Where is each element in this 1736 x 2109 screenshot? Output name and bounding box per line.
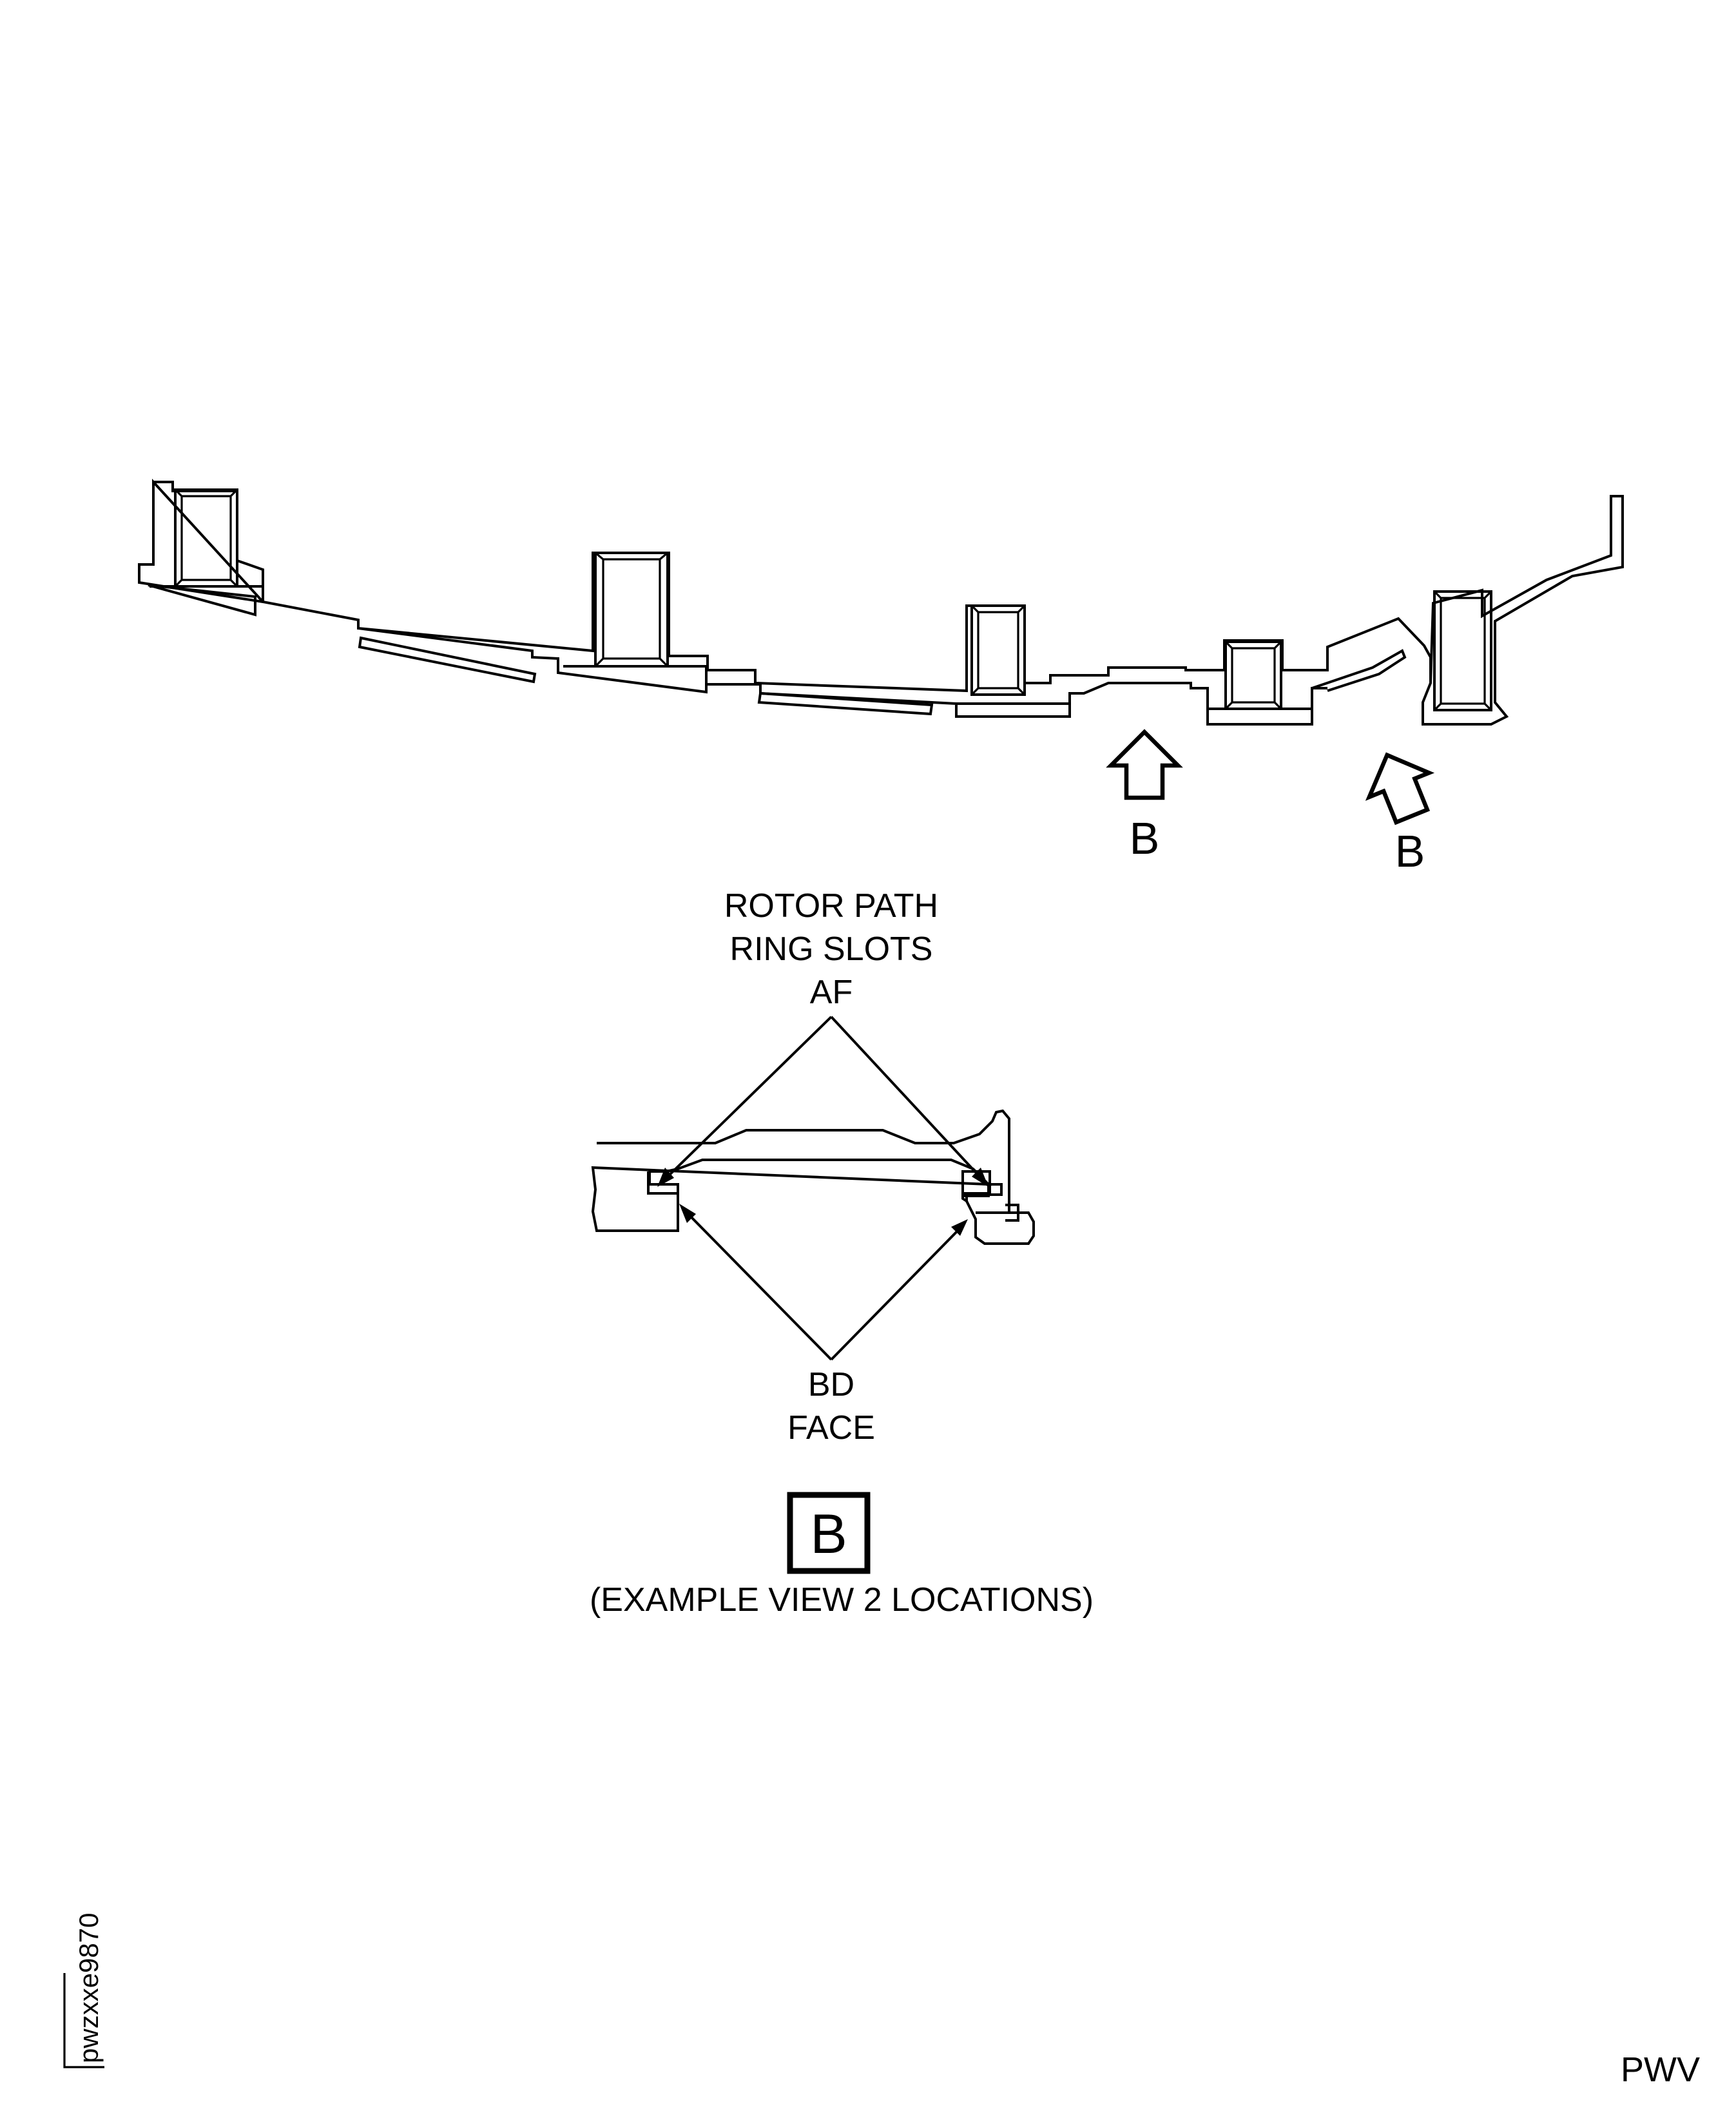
- detail-slot-left: [647, 1171, 679, 1195]
- ring-slot-5: [1433, 590, 1492, 711]
- leader-af-right: [830, 1016, 983, 1180]
- ring-slot-1: [149, 488, 264, 602]
- callout-ring-slots: RING SLOTS: [730, 930, 933, 968]
- figure-id: pwzxxe9870: [73, 1913, 104, 2063]
- view-arrow-b-2: B: [1365, 752, 1435, 876]
- view-arrow-label: B: [1130, 813, 1160, 863]
- detail-part-outline: [591, 1109, 1035, 1245]
- callout-af: AF: [810, 974, 853, 1011]
- ring-lower-band: [148, 584, 256, 617]
- ring-groove-2: [757, 691, 934, 716]
- detail-tab-right: [976, 1204, 1019, 1222]
- view-arrow-b-1: B: [1106, 729, 1183, 863]
- hollow-up-arrow-icon: [1106, 729, 1183, 800]
- rotor-path-ring-section: [138, 478, 1624, 726]
- ring-slot-2: [563, 552, 708, 684]
- figure-id-tag: pwzxxe9870: [63, 1913, 104, 2068]
- leader-arrowhead: [657, 1168, 674, 1187]
- leader-arrowhead: [679, 1204, 696, 1223]
- leader-af-left: [662, 1016, 833, 1182]
- ring-groove-1: [358, 636, 537, 684]
- leader-bd-right: [830, 1226, 963, 1361]
- ring-slot-3: [956, 604, 1071, 717]
- ring-groove-3: [1311, 649, 1407, 692]
- view-caption: (EXAMPLE VIEW 2 LOCATIONS): [590, 1581, 1094, 1619]
- leader-arrowhead: [972, 1168, 989, 1187]
- source-tag: PWV: [1621, 2050, 1700, 2089]
- leader-bd-left: [684, 1210, 833, 1361]
- ring-outer-profile: [138, 478, 1624, 726]
- detail-view-b: ROTOR PATH RING SLOTS AF BD FACE B (EXAM…: [590, 887, 1094, 1619]
- view-arrow-label: B: [1395, 826, 1425, 876]
- hollow-up-arrow-icon: [1365, 752, 1435, 825]
- view-label-box: [787, 1492, 871, 1574]
- view-label-letter: B: [810, 1503, 847, 1565]
- callout-bd: BD: [808, 1366, 854, 1403]
- ring-slot-4: [1208, 640, 1312, 710]
- callout-rotor-path: ROTOR PATH: [724, 887, 938, 925]
- callout-face: FACE: [787, 1409, 875, 1447]
- leader-arrowhead: [951, 1219, 968, 1236]
